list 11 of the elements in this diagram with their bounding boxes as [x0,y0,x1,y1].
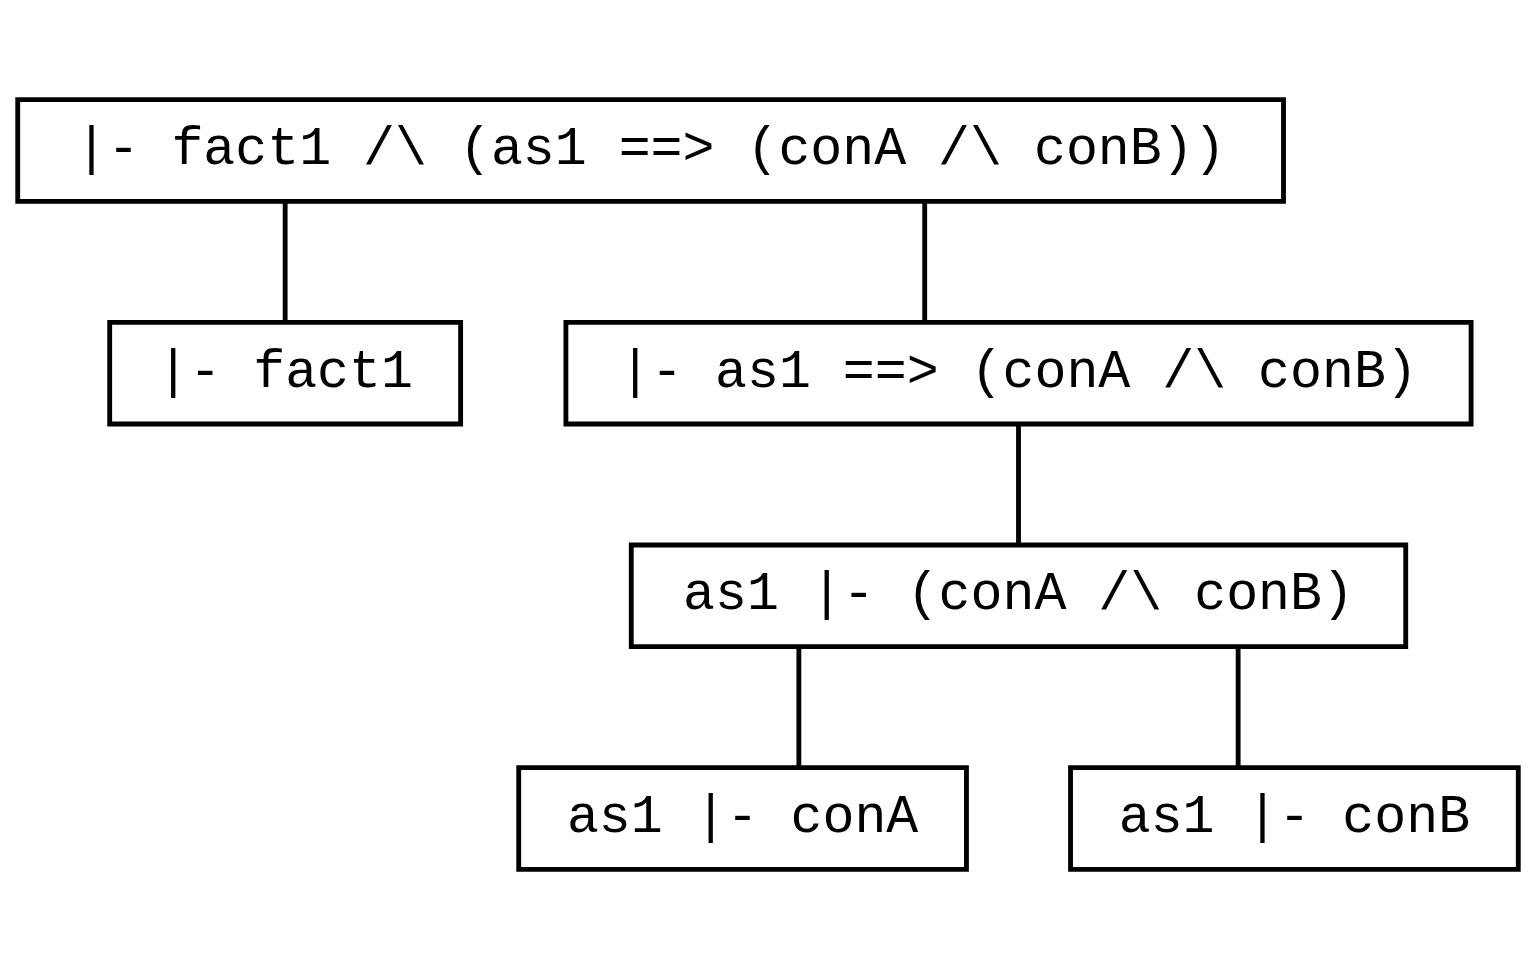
node-box: as1 |- (conA /\ conB) [628,542,1409,650]
node-box: |- fact1 /\ (as1 ==> (conA /\ conB)) [15,97,1286,204]
node-box: as1 |- conB [1068,765,1521,872]
connector [922,202,928,322]
node-box: |- fact1 [107,319,464,427]
connector [282,202,288,322]
node-box: as1 |- conA [516,765,969,872]
connector [1235,647,1241,768]
node-box: |- as1 ==> (conA /\ conB) [563,319,1474,427]
connector [796,647,802,768]
connector [1016,424,1021,545]
